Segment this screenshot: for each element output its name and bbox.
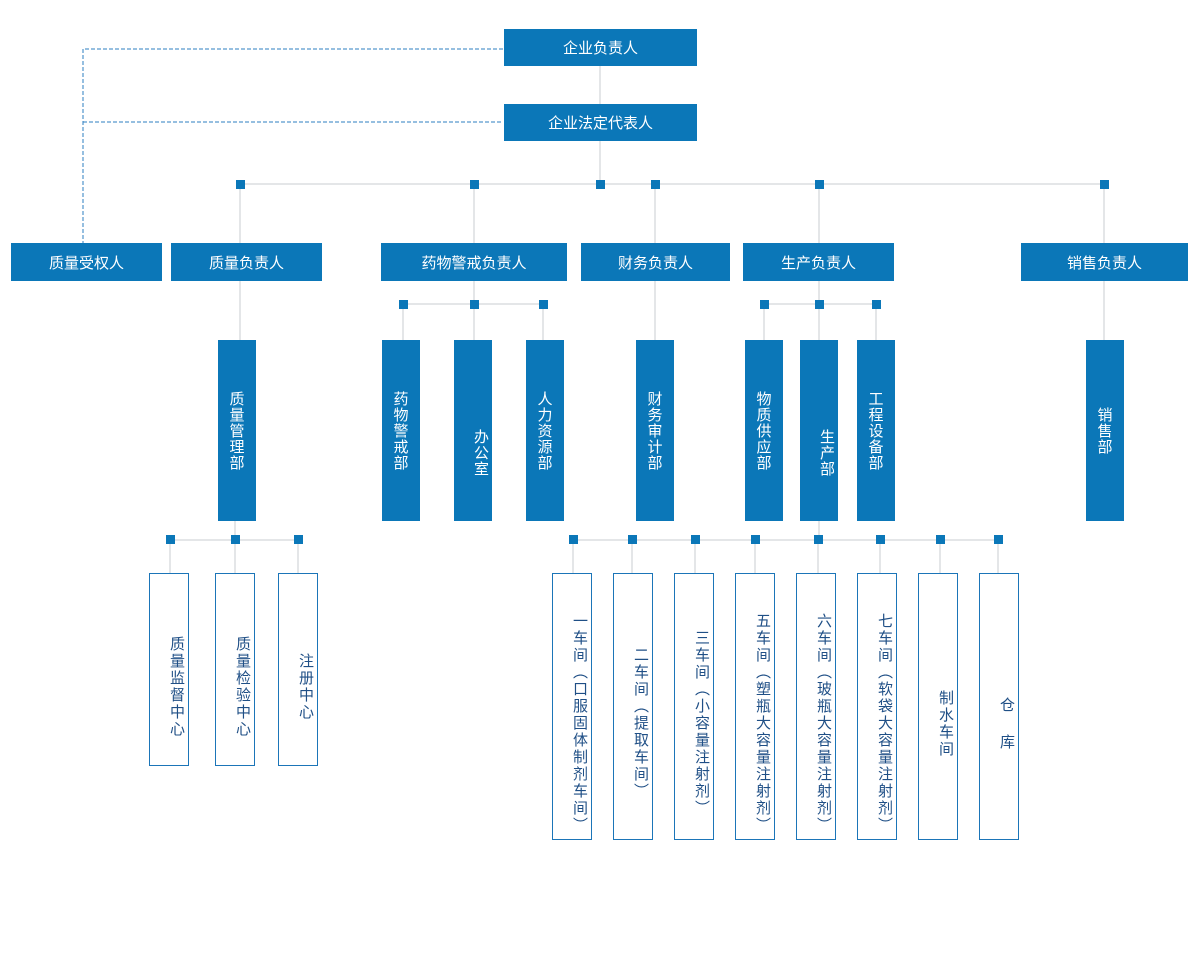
finance-head-box: 财务负责人 xyxy=(581,243,730,281)
junction-marker xyxy=(569,535,578,544)
junction-marker xyxy=(294,535,303,544)
junction-marker xyxy=(651,180,660,189)
junction-marker xyxy=(470,180,479,189)
workshop-7: 七车间（软袋大容量注射剂） xyxy=(857,573,897,840)
warehouse: 仓 库 xyxy=(979,573,1019,840)
junction-marker xyxy=(872,300,881,309)
workshop-6: 六车间（玻瓶大容量注射剂） xyxy=(796,573,836,840)
junction-marker xyxy=(166,535,175,544)
human-resources-dept: 人力资源部 xyxy=(526,340,564,521)
sales-head-box: 销售负责人 xyxy=(1021,243,1188,281)
dashed-links xyxy=(82,48,503,243)
junction-marker xyxy=(876,535,885,544)
junction-marker xyxy=(399,300,408,309)
quality-supervision-center: 质量监督中心 xyxy=(149,573,189,766)
pharmacovigilance-dept: 药物警戒部 xyxy=(382,340,420,521)
quality-management-dept: 质量管理部 xyxy=(218,340,256,521)
registration-center: 注册中心 xyxy=(278,573,318,766)
quality-inspection-center: 质量检验中心 xyxy=(215,573,255,766)
junction-marker xyxy=(1100,180,1109,189)
legal-representative-box: 企业法定代表人 xyxy=(504,104,697,141)
junction-marker xyxy=(596,180,605,189)
pharmacovigilance-head-box: 药物警戒负责人 xyxy=(381,243,567,281)
quality-head-box: 质量负责人 xyxy=(171,243,322,281)
junction-marker xyxy=(470,300,479,309)
office-dept: 办公室 xyxy=(454,340,492,521)
junction-marker xyxy=(815,300,824,309)
production-dept: 生产部 xyxy=(800,340,838,521)
junction-marker xyxy=(231,535,240,544)
water-workshop: 制水车间 xyxy=(918,573,958,840)
junction-marker xyxy=(539,300,548,309)
junction-marker xyxy=(751,535,760,544)
materials-supply-dept: 物质供应部 xyxy=(745,340,783,521)
workshop-5: 五车间（塑瓶大容量注射剂） xyxy=(735,573,775,840)
junction-marker xyxy=(994,535,1003,544)
finance-audit-dept: 财务审计部 xyxy=(636,340,674,521)
junction-marker xyxy=(936,535,945,544)
junction-marker xyxy=(760,300,769,309)
production-head-box: 生产负责人 xyxy=(743,243,894,281)
dashed-link-head xyxy=(82,48,503,243)
junction-marker xyxy=(691,535,700,544)
junction-marker xyxy=(815,180,824,189)
sales-dept: 销售部 xyxy=(1086,340,1124,521)
junction-marker xyxy=(814,535,823,544)
workshop-3: 三车间（小容量注射剂） xyxy=(674,573,714,840)
junction-marker xyxy=(628,535,637,544)
engineering-equipment-dept: 工程设备部 xyxy=(857,340,895,521)
junction-marker xyxy=(236,180,245,189)
workshop-1: 一车间（口服固体制剂车间） xyxy=(552,573,592,840)
workshop-2: 二车间（提取车间） xyxy=(613,573,653,840)
enterprise-head-box: 企业负责人 xyxy=(504,29,697,66)
quality-authorized-box: 质量受权人 xyxy=(11,243,162,281)
